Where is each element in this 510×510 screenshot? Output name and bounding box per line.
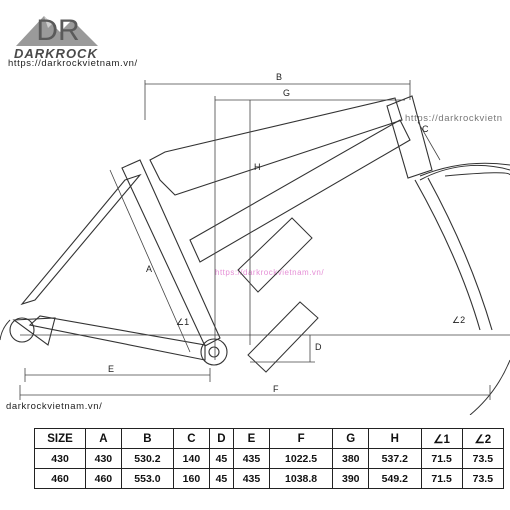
table-row: 430 430 530.2 140 45 435 1022.5 380 537.… (33, 448, 505, 469)
seat-stay (20, 173, 142, 306)
header-cell: H (368, 428, 422, 449)
table-cell: 460 (85, 468, 122, 489)
dim-label-angle2: ∠2 (452, 315, 465, 325)
table-cell: 549.2 (368, 468, 422, 489)
seat-tube (121, 159, 221, 347)
front-wheel-lower-arc (469, 359, 510, 415)
dim-label-e: E (108, 364, 114, 374)
brand-url[interactable]: https://darkrockvietnam.vn/ (8, 58, 138, 69)
table-cell: 140 (173, 448, 210, 469)
frame-tubes (9, 95, 493, 366)
table-cell: 530.2 (120, 448, 175, 469)
brand-url-right: https://darkrockvietn (405, 113, 503, 124)
table-cell: 1038.8 (268, 468, 334, 489)
dim-label-c: C (422, 124, 429, 134)
header-cell: G (332, 428, 370, 449)
header-cell: A (85, 428, 122, 449)
dim-label-f: F (273, 384, 279, 394)
table-cell: 45 (208, 468, 235, 489)
dim-label-d: D (315, 342, 322, 352)
dim-label-h: H (254, 162, 261, 172)
fork-left (414, 179, 481, 331)
table-cell: 430 (85, 448, 122, 469)
table-cell: 73.5 (461, 468, 505, 489)
down-tube (189, 119, 411, 263)
header-cell: ∠1 (420, 428, 463, 449)
header-cell: F (268, 428, 334, 449)
logo-letters: DR (36, 14, 79, 47)
dimension-lines (19, 80, 510, 400)
header-cell: D (208, 428, 235, 449)
brand-logo: DR DARKROCK (8, 6, 158, 68)
table-cell: 73.5 (461, 448, 505, 469)
dim-label-a: A (146, 264, 152, 274)
front-wheel-arc (419, 164, 510, 181)
top-tube (149, 97, 403, 196)
dim-label-g: G (283, 88, 290, 98)
table-cell: 390 (332, 468, 370, 489)
brand-url-bottom: darkrockvietnam.vn/ (6, 401, 103, 412)
header-cell: SIZE (33, 428, 87, 449)
header-cell: E (233, 428, 270, 449)
table-cell: 435 (233, 448, 270, 469)
fork-right (427, 177, 493, 331)
head-tube (386, 95, 433, 179)
rear-dropout (9, 317, 35, 343)
table-cell: 553.0 (120, 468, 175, 489)
bottle-cages (237, 217, 319, 373)
dim-label-angle1: ∠1 (176, 317, 189, 327)
table-cell: 71.5 (420, 448, 463, 469)
table-cell: 160 (173, 468, 210, 489)
bottom-bracket (200, 338, 228, 366)
dim-label-b: B (276, 72, 282, 82)
table-row: 460 460 553.0 160 45 435 1038.8 390 549.… (33, 468, 505, 489)
frame-geometry-diagram: B G H A C D E F ∠1 ∠2 (0, 72, 510, 415)
table-cell: 435 (233, 468, 270, 489)
table-cell: 1022.5 (268, 448, 334, 469)
table-cell: 45 (208, 448, 235, 469)
logo-mark-icon: DR (16, 14, 98, 47)
watermark-url: https://darkrockvietnam.vn/ (215, 268, 325, 277)
table-cell: 537.2 (368, 448, 422, 469)
table-cell: 430 (33, 448, 87, 469)
table-cell: 460 (33, 468, 87, 489)
table-cell: 71.5 (420, 468, 463, 489)
geometry-table: SIZE A B C D E F G H ∠1 ∠2 430 430 530.2… (33, 428, 505, 489)
table-header-row: SIZE A B C D E F G H ∠1 ∠2 (33, 428, 505, 449)
header-cell: B (120, 428, 175, 449)
header-cell: C (173, 428, 210, 449)
brand-name: DARKROCK (14, 46, 98, 61)
header-cell: ∠2 (461, 428, 505, 449)
table-cell: 380 (332, 448, 370, 469)
